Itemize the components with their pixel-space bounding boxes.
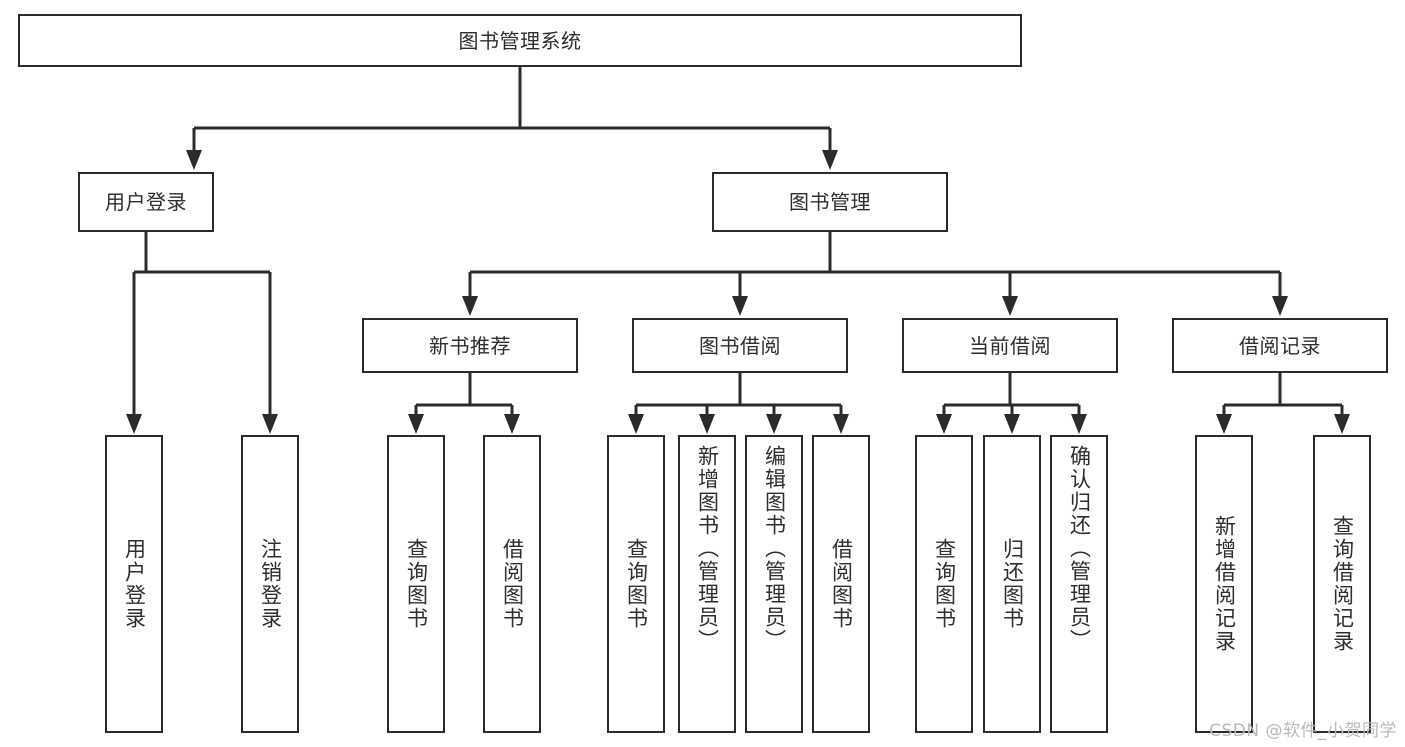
arrow-head-icon <box>628 414 644 434</box>
leaves-node[interactable]: 归还图书 <box>983 435 1041 733</box>
leaves-node[interactable]: 用户登录 <box>105 435 163 733</box>
arrow-head-icon <box>822 150 838 170</box>
level3-node-label: 图书借阅 <box>699 333 781 358</box>
leaves-node-label: 借阅图书 <box>829 538 854 630</box>
leaves-node[interactable]: 查询借阅记录 <box>1313 435 1371 733</box>
arrow-head-icon <box>833 414 849 434</box>
leaves-node[interactable]: 查询图书 <box>607 435 665 733</box>
arrow-head-icon <box>1272 296 1288 316</box>
leaves-node-label: 查询图书 <box>932 538 957 630</box>
watermark-text: CSDN @软件_小贺同学 <box>1209 721 1397 741</box>
arrow-head-icon <box>766 414 782 434</box>
level2-node[interactable]: 用户登录 <box>78 172 214 232</box>
leaves-node[interactable]: 确认归还（管理员） <box>1050 435 1108 733</box>
level3-node[interactable]: 借阅记录 <box>1172 318 1388 373</box>
level3-node-label: 当前借阅 <box>969 333 1051 358</box>
leaves-node-label: 用户登录 <box>122 538 147 630</box>
arrow-head-icon <box>936 414 952 434</box>
leaves-node-label: 查询借阅记录 <box>1330 515 1355 653</box>
arrow-head-icon <box>1004 414 1020 434</box>
leaves-node[interactable]: 借阅图书 <box>483 435 541 733</box>
leaves-node-label: 编辑图书（管理员） <box>762 445 787 652</box>
arrow-head-icon <box>126 414 142 434</box>
leaves-node[interactable]: 注销登录 <box>241 435 299 733</box>
arrow-head-icon <box>262 414 278 434</box>
leaves-node-label: 查询图书 <box>404 538 429 630</box>
level3-node-label: 新书推荐 <box>429 333 511 358</box>
root-node[interactable]: 图书管理系统 <box>18 14 1022 67</box>
leaves-node[interactable]: 查询图书 <box>915 435 973 733</box>
root-node-label: 图书管理系统 <box>458 28 582 53</box>
arrow-head-icon <box>1216 414 1232 434</box>
arrow-head-icon <box>408 414 424 434</box>
leaves-node[interactable]: 新增图书（管理员） <box>678 435 736 733</box>
leaves-node[interactable]: 新增借阅记录 <box>1195 435 1253 733</box>
leaves-node-label: 新增借阅记录 <box>1212 515 1237 653</box>
level3-node[interactable]: 新书推荐 <box>362 318 578 373</box>
level3-node[interactable]: 当前借阅 <box>902 318 1118 373</box>
level2-node[interactable]: 图书管理 <box>712 172 948 232</box>
arrow-head-icon <box>462 296 478 316</box>
arrow-head-icon <box>1334 414 1350 434</box>
leaves-node[interactable]: 查询图书 <box>387 435 445 733</box>
leaves-node-label: 注销登录 <box>258 538 283 630</box>
level3-node-label: 借阅记录 <box>1239 333 1321 358</box>
arrow-head-icon <box>1002 296 1018 316</box>
level2-node-label: 图书管理 <box>789 190 871 214</box>
leaves-node-label: 归还图书 <box>1000 538 1025 630</box>
level3-node[interactable]: 图书借阅 <box>632 318 848 373</box>
leaves-node-label: 借阅图书 <box>500 538 525 630</box>
leaves-node-label: 确认归还（管理员） <box>1067 445 1092 652</box>
leaves-node-label: 新增图书（管理员） <box>695 445 720 652</box>
arrow-head-icon <box>732 296 748 316</box>
arrow-head-icon <box>186 150 202 170</box>
arrow-head-icon <box>504 414 520 434</box>
arrow-head-icon <box>1071 414 1087 434</box>
level2-node-label: 用户登录 <box>105 190 187 214</box>
arrow-head-icon <box>699 414 715 434</box>
leaves-node[interactable]: 编辑图书（管理员） <box>745 435 803 733</box>
leaves-node[interactable]: 借阅图书 <box>812 435 870 733</box>
leaves-node-label: 查询图书 <box>624 538 649 630</box>
arrow-heads <box>126 150 1350 434</box>
